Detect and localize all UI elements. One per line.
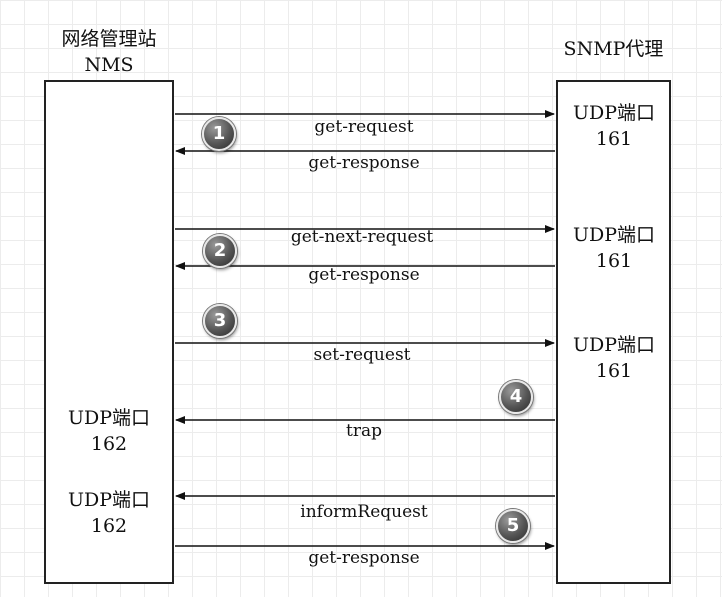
agent-port-1-label: UDP端口	[572, 102, 656, 124]
step-4-badge: 4	[499, 380, 533, 414]
step-1-badge: 1	[202, 117, 236, 151]
label-get-next-request: get-next-request	[290, 227, 434, 247]
agent-port-3-number: 161	[595, 360, 633, 382]
nms-port-1-label: UDP端口	[67, 407, 151, 429]
agent-port-2-label: UDP端口	[572, 224, 656, 246]
nms-box	[44, 80, 174, 584]
nms-title-line2: NMS	[84, 54, 134, 76]
agent-port-3: UDP端口 161	[559, 332, 669, 384]
nms-port-2-label: UDP端口	[67, 489, 151, 511]
agent-port-1: UDP端口 161	[559, 100, 669, 152]
label-get-response-2: get-response	[308, 265, 420, 285]
agent-port-3-label: UDP端口	[572, 334, 656, 356]
step-3-badge: 3	[203, 304, 237, 338]
agent-box	[556, 80, 671, 584]
agent-port-2: UDP端口 161	[559, 222, 669, 274]
nms-title: 网络管理站 NMS	[44, 26, 174, 78]
step-5-badge: 5	[496, 509, 530, 543]
label-get-response-3: get-response	[308, 548, 420, 568]
step-2-badge: 2	[203, 234, 237, 268]
label-get-response-1: get-response	[308, 153, 420, 173]
agent-port-1-number: 161	[595, 128, 633, 150]
label-set-request: set-request	[313, 345, 411, 365]
nms-port-2-number: 162	[90, 515, 128, 537]
agent-port-2-number: 161	[595, 250, 633, 272]
label-inform-request: informRequest	[300, 502, 428, 522]
nms-port-1-number: 162	[90, 433, 128, 455]
label-get-request: get-request	[314, 117, 414, 137]
nms-port-2: UDP端口 162	[54, 487, 164, 539]
agent-title: SNMP代理	[563, 38, 664, 60]
nms-port-1: UDP端口 162	[54, 405, 164, 457]
label-trap: trap	[346, 421, 382, 441]
nms-title-line1: 网络管理站	[61, 28, 157, 50]
